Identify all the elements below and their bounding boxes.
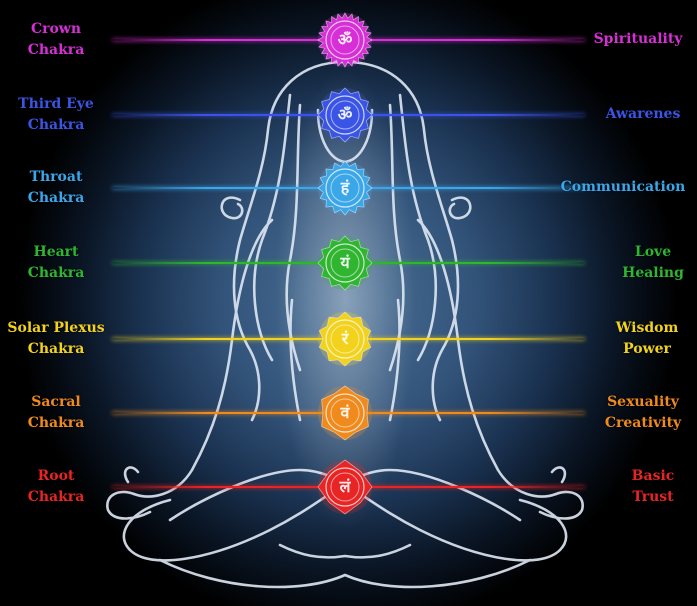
chakra-name-line: Chakra xyxy=(27,489,85,505)
chakra-lotus-icon xyxy=(317,160,373,216)
chakra-symbol-icon: हं xyxy=(317,160,373,216)
chakra-name-line: Sacral xyxy=(31,394,81,410)
chakra-glyph: ॐ xyxy=(337,105,353,124)
chakra-name-line: Chakra xyxy=(27,190,85,206)
chakra-glyph: हं xyxy=(340,178,350,197)
chakra-meaning-line: Wisdom xyxy=(615,320,679,336)
chakra-glyph: लं xyxy=(339,477,351,496)
chakra-glyph: वं xyxy=(340,403,350,422)
chakra-name-line: Throat xyxy=(29,169,83,185)
chakra-symbol-icon: रं xyxy=(317,311,373,367)
chakra-lotus-icon xyxy=(317,87,373,143)
chakra-meaning-line: Basic xyxy=(631,468,675,484)
chakra-meaning-line: Communication xyxy=(560,179,686,195)
chakra-meaning-line: Spirituality xyxy=(593,31,683,47)
chakra-symbol-icon: ॐ xyxy=(317,12,373,68)
chakra-glyph: ॐ xyxy=(337,30,353,49)
chakra-name-line: Chakra xyxy=(27,265,85,281)
chakra-meaning-line: Healing xyxy=(622,265,684,281)
chakra-name-line: Chakra xyxy=(27,42,85,58)
chakra-meaning-line: Awarenes xyxy=(605,106,681,122)
chakra-name-line: Chakra xyxy=(27,117,85,133)
chakra-meaning-line: Power xyxy=(623,341,671,357)
chakra-meaning-line: Creativity xyxy=(604,415,682,431)
chakra-symbol-icon: लं xyxy=(317,459,373,515)
chakra-name-line: Third Eye xyxy=(18,96,94,112)
chakra-symbol-icon: ॐ xyxy=(317,87,373,143)
chakra-name-line: Chakra xyxy=(27,415,85,431)
chakra-glyph: यं xyxy=(340,253,350,272)
chakra-name-line: Solar Plexus xyxy=(7,320,105,336)
chakra-meaning-label: Awarenes xyxy=(593,104,693,125)
chakra-name-line: Crown xyxy=(30,21,82,37)
chakra-lotus-icon xyxy=(318,385,372,441)
chakra-meaning-line: Love xyxy=(634,244,672,260)
chakra-symbol-icon: यं xyxy=(317,235,373,291)
chakra-symbol-icon: वं xyxy=(317,385,373,441)
chakra-lotus-icon xyxy=(317,235,373,291)
chakra-meaning-line: Trust xyxy=(632,489,674,505)
chakra-name-line: Heart xyxy=(33,244,79,260)
chakra-lotus-icon xyxy=(318,311,372,367)
chakra-name-line: Root xyxy=(37,468,75,484)
chakra-lotus-icon xyxy=(317,459,373,515)
chakra-meaning-label: Spirituality xyxy=(583,29,693,50)
chakra-glyph: रं xyxy=(341,329,349,348)
chakra-meaning-line: Sexuality xyxy=(607,394,679,410)
chakra-name-line: Chakra xyxy=(27,341,85,357)
chakra-meaning-label: Communication xyxy=(553,177,693,198)
chakra-lotus-icon xyxy=(317,12,373,68)
